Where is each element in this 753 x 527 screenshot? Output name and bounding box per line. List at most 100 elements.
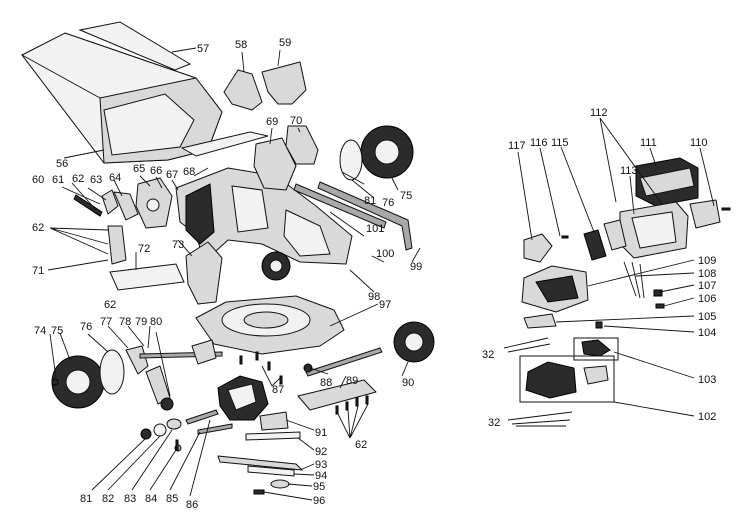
callout-98: 98 xyxy=(368,291,380,303)
blade-plate-part xyxy=(247,465,295,477)
side-bracket-110-part xyxy=(689,199,721,229)
callout-62-mid: 62 xyxy=(104,299,116,311)
callout-68: 68 xyxy=(183,166,195,178)
callout-100: 100 xyxy=(376,248,394,260)
callout-84: 84 xyxy=(145,493,157,505)
callout-75-left: 75 xyxy=(51,325,63,337)
callout-81-top: 81 xyxy=(364,195,376,207)
height-adjust-part xyxy=(285,125,319,165)
callout-73: 73 xyxy=(172,239,184,251)
front-axle-nut-part xyxy=(303,363,313,373)
callout-107: 107 xyxy=(698,280,716,292)
callout-56: 56 xyxy=(56,158,68,170)
height-lever-lower-part xyxy=(125,345,149,375)
callout-102: 102 xyxy=(698,411,716,423)
callout-62-bottom: 62 xyxy=(355,439,367,451)
bag-handle-cover-part xyxy=(223,69,263,111)
callout-104: 104 xyxy=(698,327,716,339)
rear-axle-rod-part xyxy=(293,183,387,229)
small-screw-84-part xyxy=(175,439,179,451)
callout-77: 77 xyxy=(100,316,112,328)
callout-112: 112 xyxy=(590,107,608,119)
callout-113: 113 xyxy=(620,165,638,177)
callout-61: 61 xyxy=(52,174,64,186)
callout-116: 116 xyxy=(530,137,548,149)
callout-97: 97 xyxy=(379,299,391,311)
blade-washer-part xyxy=(245,431,301,441)
motor-assembly-102-part xyxy=(525,361,577,399)
callout-57: 57 xyxy=(197,43,209,55)
grass-bag-part xyxy=(21,21,223,164)
callout-91: 91 xyxy=(315,427,327,439)
callout-96: 96 xyxy=(313,495,325,507)
bushing-part xyxy=(160,397,174,411)
vent-plate-part xyxy=(603,219,627,251)
mower-body-frame-part xyxy=(175,167,353,265)
front-axle-rod-part xyxy=(305,347,383,377)
callout-88: 88 xyxy=(320,377,332,389)
motor-part xyxy=(217,375,269,421)
connector-106-part xyxy=(655,303,665,309)
callout-76-left: 76 xyxy=(80,321,92,333)
callout-82: 82 xyxy=(102,493,114,505)
wheel-cap-left-part xyxy=(99,349,125,395)
callout-65: 65 xyxy=(133,163,145,175)
callout-78: 78 xyxy=(119,316,131,328)
handle-clamp-part xyxy=(101,189,119,215)
callout-75-right: 75 xyxy=(400,190,412,202)
callout-111: 111 xyxy=(640,137,657,149)
base-plate-104-part xyxy=(523,313,557,329)
rear-flap-plate-part xyxy=(109,263,185,291)
control-box-103-part xyxy=(581,339,611,357)
screws-32-upper-part xyxy=(503,337,551,353)
callout-85: 85 xyxy=(166,493,178,505)
bag-flap-part xyxy=(261,61,307,105)
callout-80: 80 xyxy=(150,316,162,328)
callout-83: 83 xyxy=(124,493,136,505)
callout-117: 117 xyxy=(508,140,526,152)
screws-32-lower-part xyxy=(507,411,573,427)
rear-flange-part xyxy=(191,339,217,365)
rear-wheel-hub-left xyxy=(65,369,91,395)
motor-bracket-part xyxy=(253,137,297,191)
front-wheel-top-hub xyxy=(269,259,283,273)
leader-lines xyxy=(47,47,715,501)
callout-93: 93 xyxy=(315,459,327,471)
callout-94: 94 xyxy=(315,470,327,482)
washer-part xyxy=(153,423,167,437)
top-cover-lid-part xyxy=(639,167,695,197)
callout-69: 69 xyxy=(266,116,278,128)
callout-99: 99 xyxy=(410,261,422,273)
callout-59: 59 xyxy=(279,37,291,49)
callout-109: 109 xyxy=(698,255,716,267)
rear-flap-bar-part xyxy=(180,131,269,157)
callout-101: 101 xyxy=(366,223,384,235)
callout-74: 74 xyxy=(34,325,46,337)
callout-92: 92 xyxy=(315,446,327,458)
wheel-cap-part xyxy=(339,139,363,181)
callout-62-left: 62 xyxy=(32,222,44,234)
shaft-bolt-part xyxy=(197,423,233,435)
bracket-117-part xyxy=(523,233,553,263)
callout-105: 105 xyxy=(698,311,716,323)
callout-60: 60 xyxy=(32,174,44,186)
small-block-104-part xyxy=(595,321,603,329)
callout-86: 86 xyxy=(186,499,198,511)
callout-64: 64 xyxy=(109,172,121,184)
callout-67: 67 xyxy=(166,169,178,181)
motor-assembly-cable-part xyxy=(583,365,609,385)
motor-base-inner-part xyxy=(535,275,579,303)
rear-axle-rod-2-part xyxy=(317,181,413,251)
blade-part xyxy=(217,455,303,471)
callout-110: 110 xyxy=(690,137,708,149)
callout-81-bottom: 81 xyxy=(80,493,92,505)
mower-deck-part xyxy=(195,295,345,355)
bearing-part xyxy=(166,418,182,430)
callout-90: 90 xyxy=(402,377,414,389)
blade-bolt-part xyxy=(253,489,265,495)
skid-plate-part xyxy=(297,379,377,411)
callout-79: 79 xyxy=(135,316,147,328)
wheel-bolt-part xyxy=(51,378,59,386)
